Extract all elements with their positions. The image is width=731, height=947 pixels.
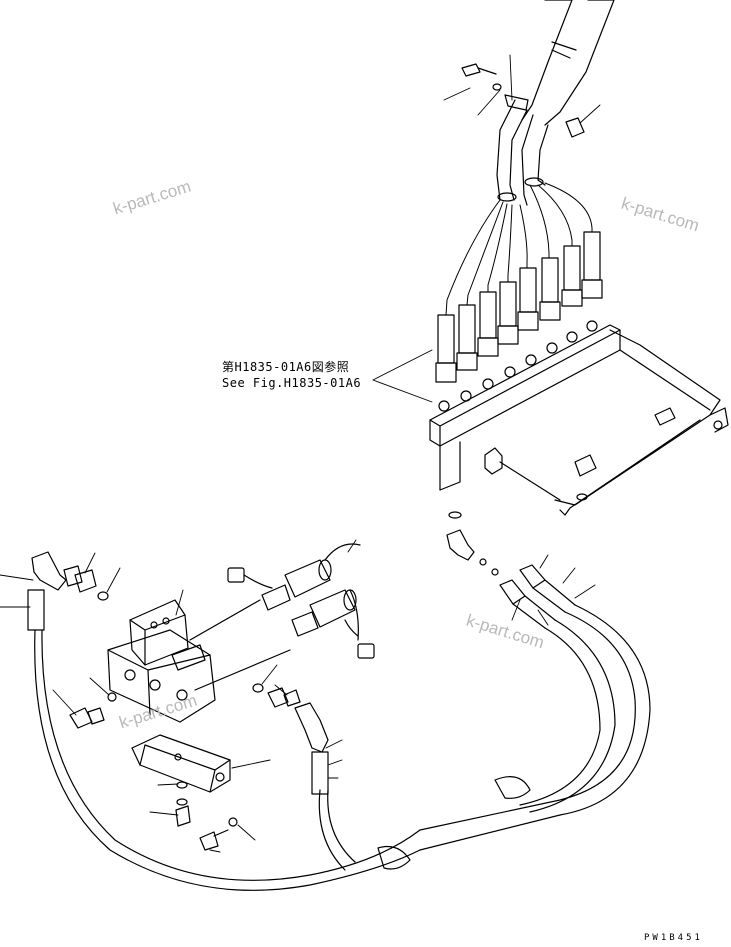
leader-lines xyxy=(0,54,601,853)
reference-note-en: See Fig.H1835-01A6 xyxy=(222,376,362,390)
bracket-frame xyxy=(439,329,729,516)
reference-note-jp: 第H1835-01A6図参照 xyxy=(222,360,350,374)
left-hose-loop xyxy=(27,551,421,891)
right-hose-assembly xyxy=(377,564,651,870)
solenoid-coils xyxy=(227,543,375,659)
mounting-bracket xyxy=(131,734,238,851)
solenoid-valve-block xyxy=(107,599,291,723)
valve-fittings xyxy=(69,591,329,795)
drawing-code: PW1B451 xyxy=(644,933,703,943)
hose-fan xyxy=(445,182,593,316)
elbow-fitting-right xyxy=(446,511,499,576)
hose-fittings xyxy=(435,231,603,383)
hose-bundle-top xyxy=(461,0,615,206)
